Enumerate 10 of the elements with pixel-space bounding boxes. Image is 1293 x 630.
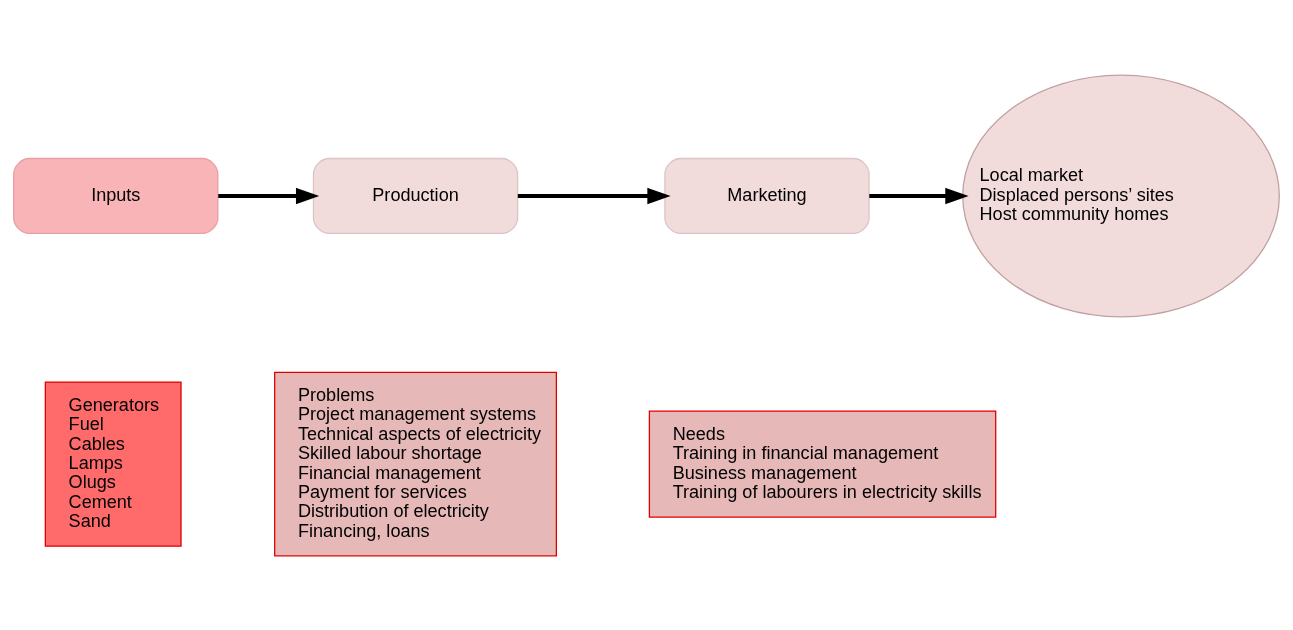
node-box: Inputs (13, 157, 219, 234)
node-box: Problems Project management systems Technical aspects of electricity Skilled labour shortage Financial management Payment for services Distribution of electricity Financing, loans (274, 371, 558, 556)
node-box: Production (312, 157, 519, 234)
node-box: Needs Training in financial management Business management Training of labourers in electricity skills (648, 409, 997, 518)
arrow (869, 187, 969, 204)
node-ellipse: Local market Displaced persons’ sites Host community homes (962, 74, 1280, 317)
arrow (517, 187, 671, 204)
node-box: Generators Fuel Cables Lamps Olugs Cement Sand (44, 380, 182, 547)
arrow (218, 187, 320, 204)
node-box: Marketing (664, 157, 870, 234)
